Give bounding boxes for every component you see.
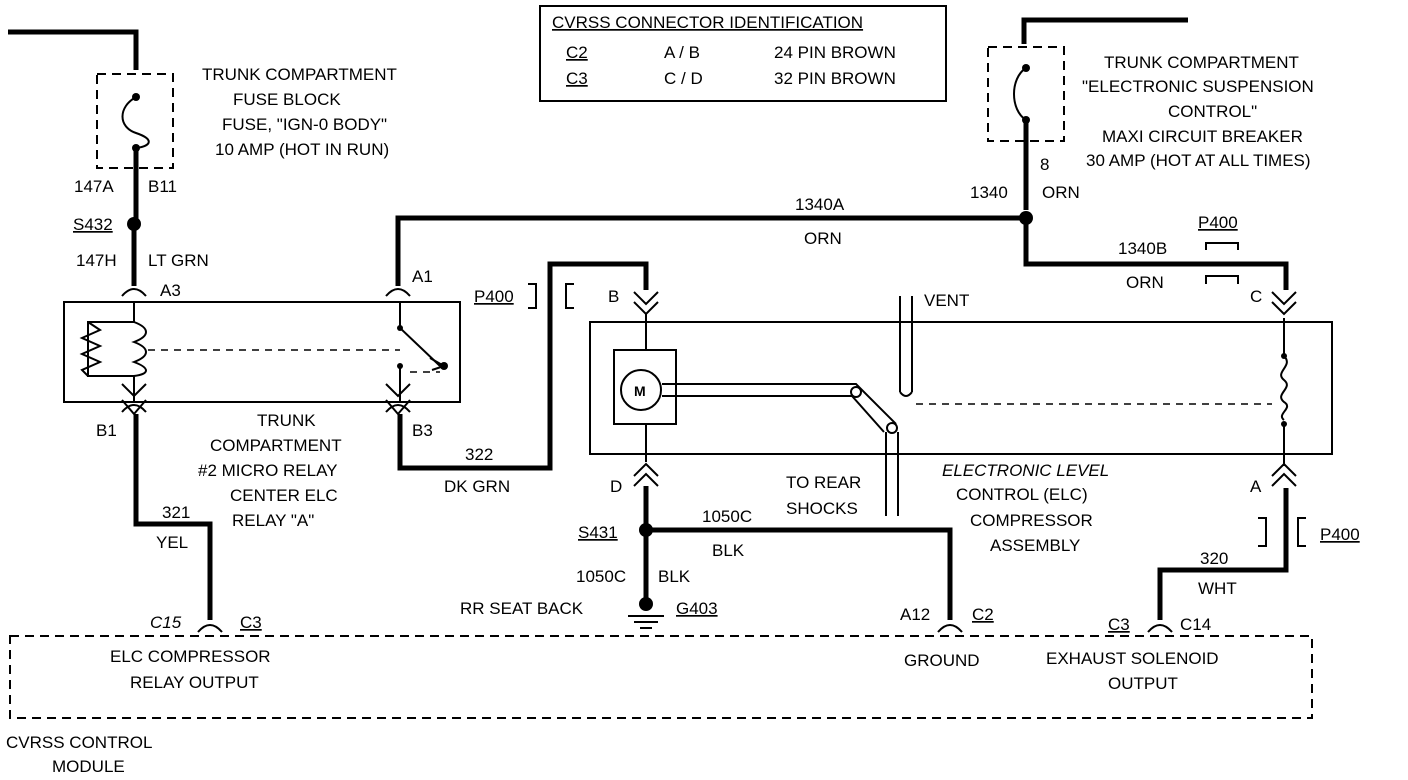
compressor-label-1: ELECTRONIC LEVEL xyxy=(942,461,1109,480)
wire-322: 322 DK GRN P400 xyxy=(397,261,649,496)
wire-320: 320 WHT P400 xyxy=(1157,488,1360,620)
motor-label: M xyxy=(634,383,646,399)
wire-322-color: DK GRN xyxy=(444,477,510,496)
module-output-exhaust-1: EXHAUST SOLENOID xyxy=(1046,649,1219,668)
breaker-label-5: 30 AMP (HOT AT ALL TIMES) xyxy=(1086,151,1311,170)
wire-147h-color: LT GRN xyxy=(148,251,209,270)
fuse-label-2: FUSE BLOCK xyxy=(233,90,341,109)
wire-1340-circuit: 1340 xyxy=(970,183,1008,202)
relay-label-4: CENTER ELC xyxy=(230,486,338,505)
vent-label: VENT xyxy=(924,291,969,310)
ground-g403-label: G403 xyxy=(676,599,718,618)
wire-322-circuit: 322 xyxy=(465,445,493,464)
cvrss-control-module: C15 C3 A12 C2 C3 C14 ELC COMPRESSOR RELA… xyxy=(6,605,1313,776)
p400-top-right-label: P400 xyxy=(1198,213,1238,232)
wire-1340b: 1340B ORN P400 xyxy=(1023,213,1289,292)
breaker-label-1: TRUNK COMPARTMENT xyxy=(1104,53,1299,72)
compressor-pin-a: A xyxy=(1250,477,1262,496)
ground-path: S431 1050C BLK 1050C BLK RR SEAT BACK G4… xyxy=(460,486,953,629)
connector-pair-c2: A / B xyxy=(664,43,700,62)
module-output-relay-1: ELC COMPRESSOR xyxy=(110,647,271,666)
wire-320-circuit: 320 xyxy=(1200,549,1228,568)
relay-label-5: RELAY "A" xyxy=(232,511,314,530)
relay-label-3: #2 MICRO RELAY xyxy=(198,461,338,480)
breaker-label-2: "ELECTRONIC SUSPENSION xyxy=(1082,77,1314,96)
wire-1050c-v-circuit: 1050C xyxy=(576,567,626,586)
connector-id-c2: C2 xyxy=(566,43,588,62)
connector-id-c3: C3 xyxy=(566,69,588,88)
wire-147h-circuit: 147H xyxy=(76,251,117,270)
module-pin-c3b: C3 xyxy=(1108,615,1130,634)
rear-shocks-label-2: SHOCKS xyxy=(786,499,858,518)
connector-table-title: CVRSS CONNECTOR IDENTIFICATION xyxy=(552,13,863,32)
fuse-pin-label: B11 xyxy=(148,177,177,196)
wire-1340a: 1340A ORN xyxy=(395,195,1033,286)
compressor-label-2: CONTROL (ELC) xyxy=(956,485,1088,504)
fuse-label-3: FUSE, "IGN-0 BODY" xyxy=(222,115,387,134)
ground-g403-dot xyxy=(639,597,653,611)
compressor-pin-b: B xyxy=(608,287,619,306)
fuse-label-1: TRUNK COMPARTMENT xyxy=(202,65,397,84)
relay-box: A3 A1 B1 B3 TRUNK COMPARTMENT #2 MICRO R… xyxy=(63,267,461,530)
p400-bottom-right-label: P400 xyxy=(1320,525,1360,544)
relay-pin-b1: B1 xyxy=(96,421,117,440)
rear-shocks-label-1: TO REAR xyxy=(786,473,861,492)
wire-147h: S432 147H LT GRN xyxy=(73,215,209,286)
wire-1340-color: ORN xyxy=(1042,183,1080,202)
module-pin-a12: A12 xyxy=(900,605,930,624)
module-output-exhaust-2: OUTPUT xyxy=(1108,674,1178,693)
wire-1050c-h-circuit: 1050C xyxy=(702,507,752,526)
splice-s432-label: S432 xyxy=(73,215,113,234)
wire-1340a-circuit: 1340A xyxy=(795,195,845,214)
breaker-pin-label: 8 xyxy=(1040,155,1049,174)
breaker-label-3: CONTROL" xyxy=(1168,102,1257,121)
fuse-label-4: 10 AMP (HOT IN RUN) xyxy=(215,140,389,159)
fuse-circuit-label: 147A xyxy=(74,177,114,196)
wire-1340a-color: ORN xyxy=(804,229,842,248)
relay-pin-a1: A1 xyxy=(412,267,433,286)
compressor-assembly: B M VENT C A D xyxy=(589,287,1333,555)
wire-1050c-h-color: BLK xyxy=(712,541,745,560)
module-output-relay-2: RELAY OUTPUT xyxy=(130,673,259,692)
wire-1050c-v-color: BLK xyxy=(658,567,691,586)
wire-1340b-color: ORN xyxy=(1126,273,1164,292)
compressor-pin-d: D xyxy=(610,477,622,496)
fuse-block: TRUNK COMPARTMENT FUSE BLOCK FUSE, "IGN-… xyxy=(8,29,397,222)
relay-pin-a3: A3 xyxy=(160,281,181,300)
splice-s431-label: S431 xyxy=(578,523,618,542)
connector-desc-c3: 32 PIN BROWN xyxy=(774,69,896,88)
module-output-ground: GROUND xyxy=(904,651,980,670)
relay-label-2: COMPARTMENT xyxy=(210,436,342,455)
module-pin-c15: C15 xyxy=(150,613,182,632)
ground-location-label: RR SEAT BACK xyxy=(460,599,584,618)
connector-desc-c2: 24 PIN BROWN xyxy=(774,43,896,62)
wire-321-color: YEL xyxy=(156,533,188,552)
module-name-2: MODULE xyxy=(52,757,125,776)
wire-321: 321 YEL xyxy=(133,414,213,620)
compressor-label-4: ASSEMBLY xyxy=(990,536,1080,555)
relay-pin-b3: B3 xyxy=(412,421,433,440)
relay-label-1: TRUNK xyxy=(257,411,316,430)
compressor-pin-c: C xyxy=(1250,287,1262,306)
module-name-1: CVRSS CONTROL xyxy=(6,733,152,752)
breaker-label-4: MAXI CIRCUIT BREAKER xyxy=(1102,127,1303,146)
p400-left-label: P400 xyxy=(474,287,514,306)
circuit-breaker: TRUNK COMPARTMENT "ELECTRONIC SUSPENSION… xyxy=(970,17,1314,210)
module-pin-c2: C2 xyxy=(972,605,994,624)
wire-1340b-circuit: 1340B xyxy=(1118,239,1167,258)
wire-320-color: WHT xyxy=(1198,579,1237,598)
module-pin-c3a: C3 xyxy=(240,613,262,632)
wire-321-circuit: 321 xyxy=(162,503,190,522)
module-pin-c14: C14 xyxy=(1180,615,1211,634)
connector-table: CVRSS CONNECTOR IDENTIFICATION C2 A / B … xyxy=(539,5,947,102)
connector-pair-c3: C / D xyxy=(664,69,703,88)
compressor-label-3: COMPRESSOR xyxy=(970,511,1093,530)
